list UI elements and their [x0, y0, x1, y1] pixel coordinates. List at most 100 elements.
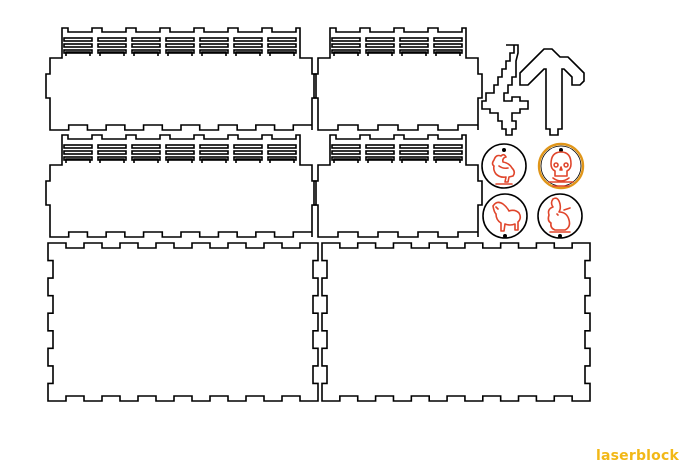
long-wall-top-picket — [99, 51, 125, 56]
short-wall-top-slot — [433, 49, 463, 54]
long-wall-top-slot — [267, 49, 297, 54]
long-wall-top-slot — [131, 37, 161, 42]
short-wall-top-slot — [331, 37, 361, 42]
long-wall-top-slot — [131, 49, 161, 54]
short-wall-bottom-slot — [433, 144, 463, 149]
long-wall-top-slot — [63, 43, 93, 48]
short-wall-bottom-outline — [313, 134, 483, 238]
long-wall-bottom-picket — [65, 158, 91, 163]
long-wall-top-picket — [133, 51, 159, 56]
long-wall-top-slot — [199, 43, 229, 48]
horse-pendant — [482, 193, 528, 239]
short-wall-top-slot — [365, 43, 395, 48]
long-wall-top-slot — [199, 37, 229, 42]
short-wall-bottom-picket — [401, 158, 427, 163]
short-wall-bottom-picket — [435, 158, 461, 163]
short-wall-bottom-slot — [433, 150, 463, 155]
long-wall-top-picket — [65, 51, 91, 56]
sword-icon — [481, 44, 529, 136]
long-wall-bottom-slot — [131, 150, 161, 155]
long-wall-top-slot — [233, 43, 263, 48]
rabbit-icon — [547, 197, 571, 233]
short-wall-bottom-slot — [331, 156, 361, 161]
short-wall-top-slot — [331, 43, 361, 48]
long-wall-top-slot — [97, 43, 127, 48]
rooster-icon — [491, 153, 516, 185]
long-wall-bottom-slot — [63, 156, 93, 161]
short-wall-bottom-slot — [399, 156, 429, 161]
short-wall-top-slot — [399, 37, 429, 42]
short-wall-top-slot — [433, 43, 463, 48]
short-wall-bottom-slot — [365, 156, 395, 161]
short-wall-top-slot — [331, 49, 361, 54]
rooster-pendant — [481, 143, 527, 189]
long-wall-bottom-slot — [131, 156, 161, 161]
short-wall-bottom-slot — [433, 156, 463, 161]
short-wall-bottom-slot — [331, 150, 361, 155]
long-wall-bottom-picket — [133, 158, 159, 163]
long-wall-bottom — [45, 134, 317, 238]
long-wall-bottom-slot — [233, 150, 263, 155]
long-wall-bottom-picket — [167, 158, 193, 163]
short-wall-top-slot — [433, 37, 463, 42]
long-wall-top-slot — [165, 37, 195, 42]
long-wall-top-slot — [131, 43, 161, 48]
short-wall-bottom-slot — [365, 150, 395, 155]
short-wall-bottom-slot — [399, 150, 429, 155]
long-wall-top-slot — [97, 49, 127, 54]
short-wall-top-picket — [333, 51, 359, 56]
long-wall-top-picket — [235, 51, 261, 56]
long-wall-top-slot — [199, 49, 229, 54]
long-wall-bottom-slot — [97, 150, 127, 155]
short-wall-top-picket — [401, 51, 427, 56]
short-wall-bottom-picket — [333, 158, 359, 163]
long-wall-bottom-picket — [201, 158, 227, 163]
pixel-tools — [481, 44, 585, 136]
long-wall-top — [45, 27, 317, 131]
long-wall-bottom-slot — [131, 144, 161, 149]
box-panels — [45, 27, 591, 402]
short-wall-bottom-slot — [331, 144, 361, 149]
long-wall-bottom-slot — [165, 144, 195, 149]
long-wall-top-slot — [63, 49, 93, 54]
short-wall-bottom-picket — [367, 158, 393, 163]
long-wall-top-slot — [267, 43, 297, 48]
short-wall-top-slot — [399, 49, 429, 54]
long-wall-bottom-slot — [267, 144, 297, 149]
long-wall-bottom-slot — [199, 144, 229, 149]
skull-pendant — [537, 142, 585, 190]
short-wall-top-picket — [367, 51, 393, 56]
long-wall-top-slot — [267, 37, 297, 42]
horse-icon — [492, 201, 522, 232]
long-wall-bottom-slot — [97, 156, 127, 161]
long-wall-bottom-slot — [267, 150, 297, 155]
long-wall-bottom-picket — [99, 158, 125, 163]
long-wall-top-slot — [63, 37, 93, 42]
long-wall-top-slot — [165, 43, 195, 48]
long-wall-bottom-slot — [199, 156, 229, 161]
long-wall-bottom-picket — [235, 158, 261, 163]
skull-icon — [548, 151, 574, 187]
long-wall-top-picket — [167, 51, 193, 56]
short-wall-top-slot — [399, 43, 429, 48]
long-wall-bottom-slot — [233, 156, 263, 161]
short-wall-top-slot — [365, 49, 395, 54]
long-wall-top-picket — [201, 51, 227, 56]
long-wall-top-picket — [269, 51, 295, 56]
long-wall-bottom-slot — [165, 156, 195, 161]
long-wall-bottom-slot — [199, 150, 229, 155]
base-panel-right — [321, 242, 591, 402]
short-wall-top-outline — [313, 27, 483, 131]
long-wall-bottom-slot — [63, 150, 93, 155]
long-wall-bottom-slot — [267, 156, 297, 161]
short-wall-top — [313, 27, 483, 131]
pickaxe-icon — [519, 48, 585, 136]
long-wall-top-slot — [233, 49, 263, 54]
long-wall-bottom-slot — [165, 150, 195, 155]
short-wall-top-picket — [435, 51, 461, 56]
short-wall-bottom-slot — [399, 144, 429, 149]
long-wall-bottom-slot — [233, 144, 263, 149]
short-wall-bottom-slot — [365, 144, 395, 149]
brand-logo-text: laserblock — [595, 448, 679, 464]
